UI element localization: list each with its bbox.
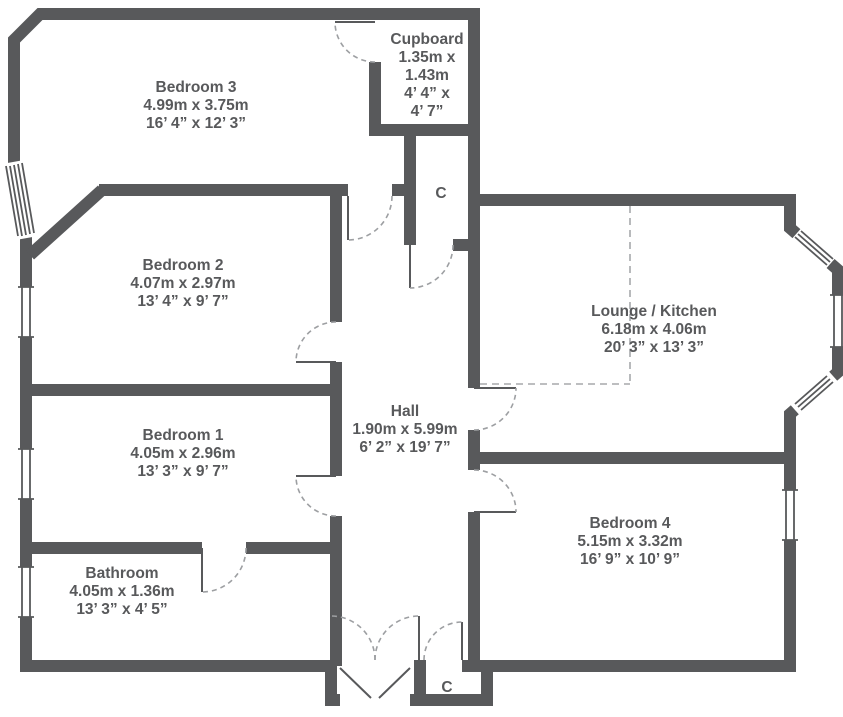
entrance-opening bbox=[340, 691, 410, 709]
window-icon-corner-splay bbox=[4, 160, 36, 240]
closet-label-bottom: C bbox=[441, 679, 452, 696]
room-label-lounge-kitchen: Lounge / Kitchen bbox=[591, 303, 717, 320]
door-closet-top-swing-icon bbox=[409, 244, 454, 289]
room-label-bedroom-1: Bedroom 1 bbox=[143, 427, 224, 444]
door-cupboard-swing-icon bbox=[334, 21, 376, 63]
window-icon-bay-bottom bbox=[789, 369, 839, 417]
door-bedroom4-swing-icon bbox=[473, 469, 517, 513]
room-dims-metric: 4.05m x 1.36m bbox=[69, 583, 174, 600]
room-dims-metric: 1.35m x bbox=[399, 49, 456, 66]
room-labels: Bedroom 3 4.99m x 3.75m 16’ 4” x 12’ 3” … bbox=[69, 31, 716, 696]
door-bedroom1-swing-icon bbox=[295, 475, 337, 517]
room-dims-metric: 1.90m x 5.99m bbox=[352, 421, 457, 438]
room-dims-imperial: 13’ 4” x 9’ 7” bbox=[137, 293, 228, 310]
room-dims-metric: 4.05m x 2.96m bbox=[130, 445, 235, 462]
room-dims-imperial: 4’ 7” bbox=[411, 103, 444, 120]
kitchen-divider-dashed bbox=[480, 206, 631, 385]
door-lounge-swing-icon bbox=[473, 387, 517, 431]
window-icon-bedroom4 bbox=[782, 489, 798, 541]
room-dims-imperial: 13’ 3” x 4’ 5” bbox=[76, 601, 167, 618]
window-icon-bathroom bbox=[18, 566, 34, 618]
room-dims-metric: 6.18m x 4.06m bbox=[601, 321, 706, 338]
window-icon-bay-top bbox=[791, 226, 837, 270]
room-dims-metric: 4.99m x 3.75m bbox=[143, 97, 248, 114]
room-dims-metric: 1.43m bbox=[405, 67, 449, 84]
room-dims-imperial: 6’ 2” x 19’ 7” bbox=[359, 439, 450, 456]
room-dims-metric: 5.15m x 3.32m bbox=[577, 533, 682, 550]
door-entrance-right-swing-icon bbox=[374, 615, 420, 661]
room-dims-imperial: 20’ 3” x 13’ 3” bbox=[604, 339, 704, 356]
room-dims-imperial: 16’ 4” x 12’ 3” bbox=[146, 115, 246, 132]
room-label-hall: Hall bbox=[391, 403, 419, 420]
room-dims-imperial: 13’ 3” x 9’ 7” bbox=[137, 463, 228, 480]
windows bbox=[4, 160, 843, 618]
door-bedroom3-swing-icon bbox=[347, 195, 393, 241]
door-closet-bottom-swing-icon bbox=[423, 621, 463, 661]
doors bbox=[201, 21, 517, 699]
door-porch-leaves-icon bbox=[339, 667, 411, 699]
door-bedroom2-swing-icon bbox=[295, 321, 337, 363]
room-label-bedroom-4: Bedroom 4 bbox=[590, 515, 671, 532]
interior-walls bbox=[25, 62, 796, 704]
window-icon-bedroom1 bbox=[18, 448, 34, 500]
room-label-bedroom-2: Bedroom 2 bbox=[143, 257, 224, 274]
room-label-cupboard: Cupboard bbox=[390, 31, 463, 48]
room-dims-imperial: 16’ 9” x 10’ 9” bbox=[580, 551, 680, 568]
door-bathroom-swing-icon bbox=[201, 547, 247, 593]
window-icon-bedroom2 bbox=[18, 286, 34, 338]
door-entrance-left-swing-icon bbox=[330, 615, 376, 661]
room-dims-imperial: 4’ 4” x bbox=[404, 85, 450, 102]
closet-label-top: C bbox=[435, 185, 446, 202]
room-dims-metric: 4.07m x 2.97m bbox=[130, 275, 235, 292]
window-icon-bay-centre bbox=[830, 294, 843, 348]
room-label-bathroom: Bathroom bbox=[85, 565, 158, 582]
room-label-bedroom-3: Bedroom 3 bbox=[156, 79, 237, 96]
